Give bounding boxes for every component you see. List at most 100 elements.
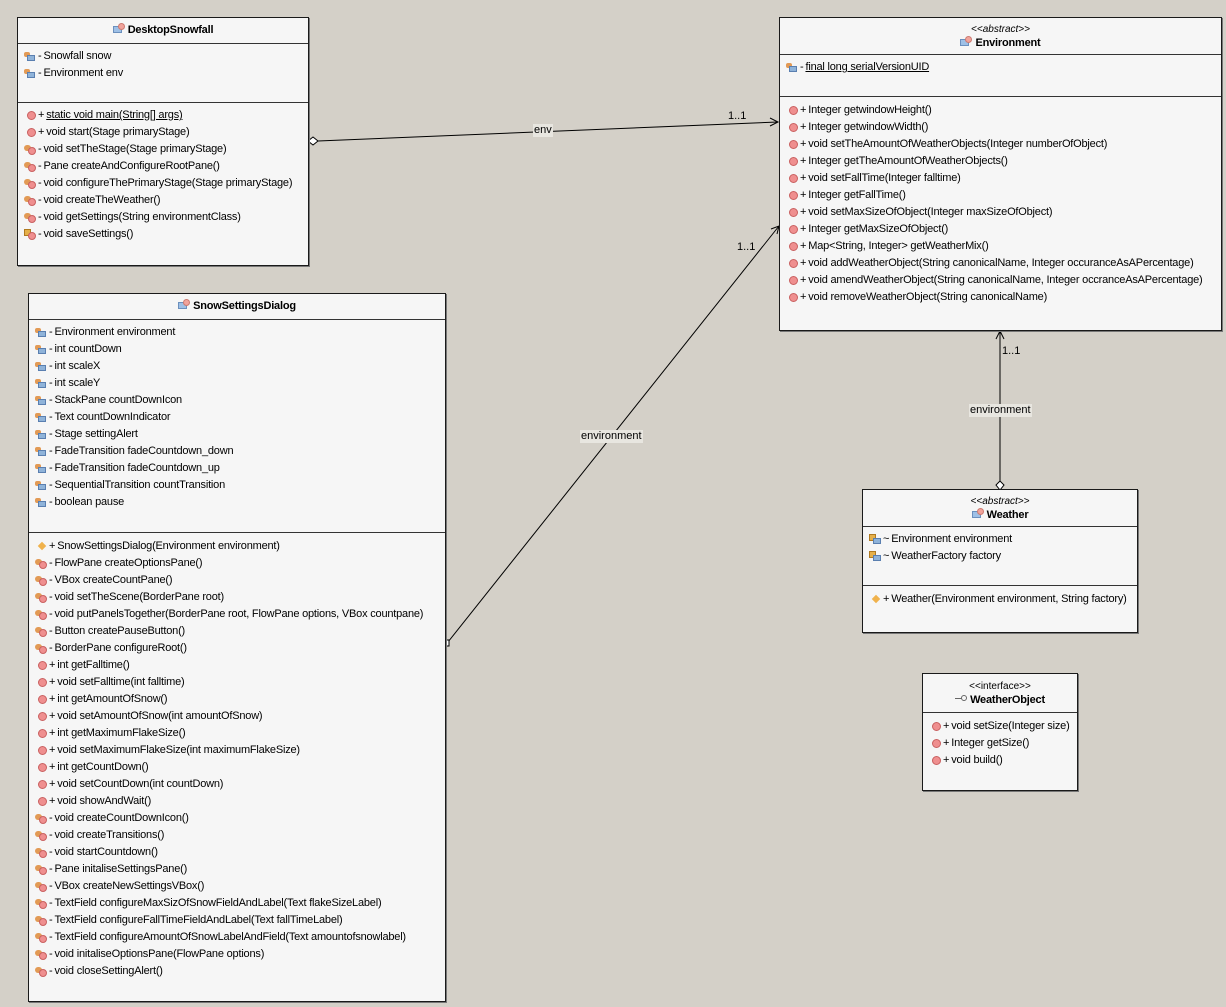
class-icon [112, 23, 126, 34]
method-row[interactable]: -TextField configureAmountOfSnowLabelAnd… [29, 929, 445, 946]
method-row[interactable]: +Integer getSize() [923, 735, 1077, 752]
method-row[interactable]: -VBox createNewSettingsVBox() [29, 878, 445, 895]
method-row[interactable]: -void setTheStage(Stage primaryStage) [18, 141, 308, 158]
field-row[interactable]: -SequentialTransition countTransition [29, 477, 445, 494]
method-row[interactable]: +void build() [923, 752, 1077, 769]
field-row[interactable]: -int scaleY [29, 375, 445, 392]
visibility-marker: + [49, 761, 56, 773]
method-row[interactable]: -TextField configureFallTimeFieldAndLabe… [29, 912, 445, 929]
method-row[interactable]: -FlowPane createOptionsPane() [29, 555, 445, 572]
method-row[interactable]: -BorderPane configureRoot() [29, 640, 445, 657]
field-row[interactable]: -boolean pause [29, 494, 445, 511]
method-signature: void setTheAmountOfWeatherObjects(Intege… [808, 138, 1108, 150]
method-row[interactable]: +SnowSettingsDialog(Environment environm… [29, 538, 445, 555]
public-method-icon [35, 779, 47, 790]
method-row[interactable]: -Pane initaliseSettingsPane() [29, 861, 445, 878]
method-row[interactable]: +Integer getwindowWidth() [780, 119, 1221, 136]
method-row[interactable]: -void getSettings(String environmentClas… [18, 209, 308, 226]
method-row[interactable]: +void setFallTime(Integer falltime) [780, 170, 1221, 187]
field-row[interactable]: -Stage settingAlert [29, 426, 445, 443]
method-row[interactable]: -void setTheScene(BorderPane root) [29, 589, 445, 606]
method-row[interactable]: +Integer getwindowHeight() [780, 102, 1221, 119]
class-box-desktopsnowfall[interactable]: DesktopSnowfall -Snowfall snow-Environme… [17, 17, 309, 266]
method-row[interactable]: -TextField configureMaxSizOfSnowFieldAnd… [29, 895, 445, 912]
visibility-marker: + [800, 121, 807, 133]
fields-section: ~Environment environment~WeatherFactory … [863, 527, 1137, 586]
multiplicity-label: 1..1 [728, 110, 747, 122]
public-method-icon [35, 728, 47, 739]
class-box-snowsettingsdialog[interactable]: SnowSettingsDialog -Environment environm… [28, 293, 446, 1002]
field-row[interactable]: -Snowfall snow [18, 48, 308, 65]
method-signature: void createTheWeather() [43, 194, 161, 206]
method-row[interactable]: +void removeWeatherObject(String canonic… [780, 289, 1221, 306]
method-row[interactable]: -void startCountdown() [29, 844, 445, 861]
method-signature: void showAndWait() [57, 795, 152, 807]
field-row[interactable]: -FadeTransition fadeCountdown_up [29, 460, 445, 477]
method-row[interactable]: +static void main(String[] args) [18, 107, 308, 124]
visibility-marker: - [49, 591, 53, 603]
field-row[interactable]: -Text countDownIndicator [29, 409, 445, 426]
method-row[interactable]: +void amendWeatherObject(String canonica… [780, 272, 1221, 289]
methods-section: +static void main(String[] args)+void st… [18, 103, 308, 243]
method-row[interactable]: +void setTheAmountOfWeatherObjects(Integ… [780, 136, 1221, 153]
field-row[interactable]: ~Environment environment [863, 531, 1137, 548]
method-row[interactable]: +void setCountDown(int countDown) [29, 776, 445, 793]
method-row[interactable]: -void configureThePrimaryStage(Stage pri… [18, 175, 308, 192]
method-signature: void saveSettings() [43, 228, 134, 240]
field-row[interactable]: ~WeatherFactory factory [863, 548, 1137, 565]
method-row[interactable]: -void initaliseOptionsPane(FlowPane opti… [29, 946, 445, 963]
method-row[interactable]: +void setFalltime(int falltime) [29, 674, 445, 691]
method-row[interactable]: +int getAmountOfSnow() [29, 691, 445, 708]
method-row[interactable]: +Integer getTheAmountOfWeatherObjects() [780, 153, 1221, 170]
method-signature: static void main(String[] args) [46, 109, 183, 121]
method-row[interactable]: +Integer getMaxSizeOfObject() [780, 221, 1221, 238]
field-signature: boolean pause [54, 496, 125, 508]
method-row[interactable]: +Map<String, Integer> getWeatherMix() [780, 238, 1221, 255]
class-box-weather[interactable]: <<abstract>> Weather ~Environment enviro… [862, 489, 1138, 633]
method-signature: void putPanelsTogether(BorderPane root, … [54, 608, 424, 620]
method-row[interactable]: -Button createPauseButton() [29, 623, 445, 640]
method-row[interactable]: +void setMaxSizeOfObject(Integer maxSize… [780, 204, 1221, 221]
method-row[interactable]: +void addWeatherObject(String canonicalN… [780, 255, 1221, 272]
method-row[interactable]: -VBox createCountPane() [29, 572, 445, 589]
method-signature: FlowPane createOptionsPane() [54, 557, 203, 569]
method-row[interactable]: -Pane createAndConfigureRootPane() [18, 158, 308, 175]
private-method-icon [35, 830, 47, 841]
visibility-marker: - [38, 50, 42, 62]
field-row[interactable]: -int scaleX [29, 358, 445, 375]
field-row[interactable]: -final long serialVersionUID [780, 59, 1221, 76]
method-row[interactable]: -void createTransitions() [29, 827, 445, 844]
method-row[interactable]: +void setAmountOfSnow(int amountOfSnow) [29, 708, 445, 725]
field-row[interactable]: -FadeTransition fadeCountdown_down [29, 443, 445, 460]
method-row[interactable]: +void setSize(Integer size) [923, 718, 1077, 735]
private-field-icon [35, 344, 47, 355]
methods-section: +void setSize(Integer size)+Integer getS… [923, 713, 1077, 769]
method-row[interactable]: +Integer getFallTime() [780, 187, 1221, 204]
method-row[interactable]: -void createTheWeather() [18, 192, 308, 209]
method-row[interactable]: +int getFalltime() [29, 657, 445, 674]
method-row[interactable]: +void start(Stage primaryStage) [18, 124, 308, 141]
method-row[interactable]: +void setMaximumFlakeSize(int maximumFla… [29, 742, 445, 759]
method-row[interactable]: -void putPanelsTogether(BorderPane root,… [29, 606, 445, 623]
class-header: <<abstract>> Environment [780, 18, 1221, 55]
method-signature: int getCountDown() [57, 761, 149, 773]
field-row[interactable]: -StackPane countDownIcon [29, 392, 445, 409]
method-row[interactable]: +int getCountDown() [29, 759, 445, 776]
method-row[interactable]: +int getMaximumFlakeSize() [29, 725, 445, 742]
field-signature: Environment env [43, 67, 124, 79]
visibility-marker: - [49, 326, 53, 338]
method-row[interactable]: +Weather(Environment environment, String… [863, 591, 1137, 608]
class-box-weatherobject[interactable]: <<interface>> WeatherObject +void setSiz… [922, 673, 1078, 791]
private-field-icon [35, 378, 47, 389]
method-row[interactable]: -void createCountDownIcon() [29, 810, 445, 827]
field-row[interactable]: -Environment env [18, 65, 308, 82]
visibility-marker: + [800, 240, 807, 252]
field-row[interactable]: -int countDown [29, 341, 445, 358]
class-box-environment[interactable]: <<abstract>> Environment -final long ser… [779, 17, 1222, 331]
method-row[interactable]: -void closeSettingAlert() [29, 963, 445, 980]
method-row[interactable]: +void showAndWait() [29, 793, 445, 810]
private-method-icon [35, 643, 47, 654]
field-row[interactable]: -Environment environment [29, 324, 445, 341]
visibility-marker: - [49, 445, 53, 457]
method-row[interactable]: -void saveSettings() [18, 226, 308, 243]
